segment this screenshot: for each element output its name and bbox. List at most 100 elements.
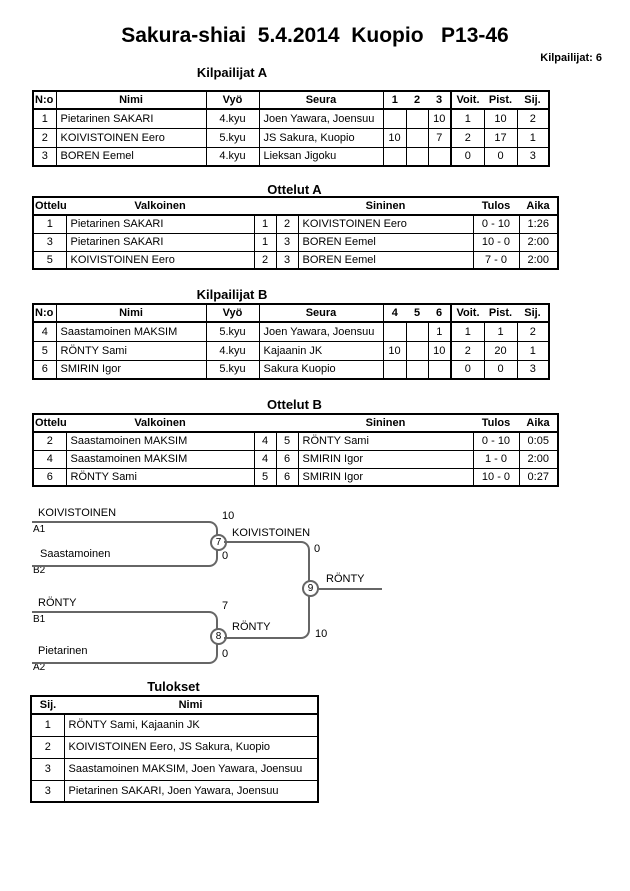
cell-no: 2 <box>32 127 57 148</box>
table-row: 1 Pietarinen SAKARI 1 2 KOIVISTOINEN Eer… <box>32 214 559 234</box>
section-heading-ottelut-a: Ottelut A <box>267 182 322 197</box>
table-row: 3 BOREN Eemel 4.kyu Lieksan Jigoku 0 0 3 <box>32 146 550 167</box>
cell-ottelu: 1 <box>32 214 67 234</box>
col-header-nimi: Nimi <box>55 91 207 110</box>
cell-ottelu: 4 <box>32 449 67 469</box>
cell-valkoinen: RÖNTY Sami <box>65 467 255 487</box>
cell-pist: 1 <box>483 321 518 342</box>
bracket-connector-sf2 <box>32 611 218 664</box>
cell-score-6: 10 <box>427 340 452 361</box>
cell-tulos: 7 - 0 <box>472 250 520 270</box>
cell-sij: 3 <box>516 359 550 380</box>
col-header-tulos: Tulos <box>473 197 519 216</box>
section-heading-kilpailijat-a: Kilpailijat A <box>196 65 268 80</box>
table-row: 2 KOIVISTOINEN Eero, JS Sakura, Kuopio <box>30 735 319 759</box>
col-header-4: 4 <box>383 304 406 323</box>
cell-score-1 <box>382 146 407 167</box>
col-header-seura: Seura <box>258 304 384 323</box>
cell-sij: 1 <box>30 713 65 737</box>
cell-sij: 3 <box>30 757 65 781</box>
cell-tulos: 10 - 0 <box>472 232 520 252</box>
cell-pist: 0 <box>483 359 518 380</box>
bracket-seed: B2 <box>33 565 46 576</box>
bracket-participant: KOIVISTOINEN <box>38 507 117 519</box>
cell-sininen: BOREN Eemel <box>297 232 474 252</box>
col-header-bno <box>276 414 298 433</box>
cell-valkoinen: KOIVISTOINEN Eero <box>65 250 255 270</box>
cell-wno: 1 <box>253 232 277 252</box>
cell-score-2 <box>405 127 429 148</box>
cell-sij: 1 <box>516 127 550 148</box>
cell-ottelu: 3 <box>32 232 67 252</box>
col-header-aika: Aika <box>519 197 558 216</box>
col-header-bno <box>276 197 298 216</box>
col-header-wno <box>254 197 276 216</box>
cell-seura: JS Sakura, Kuopio <box>258 127 384 148</box>
cell-wno: 4 <box>253 431 277 451</box>
col-header-ottelu: Ottelu <box>33 197 66 216</box>
cell-ottelu: 5 <box>32 250 67 270</box>
col-header-2: 2 <box>406 91 428 110</box>
cell-aika: 2:00 <box>518 232 559 252</box>
cell-nimi: Pietarinen SAKARI, Joen Yawara, Joensuu <box>63 779 319 803</box>
cell-score-3: 7 <box>427 127 452 148</box>
bracket-score: 0 <box>222 648 229 660</box>
cell-score-2 <box>405 108 429 129</box>
kilpailijat-b-table: N:o Nimi Vyö Seura 4 5 6 Voit. Pist. Sij… <box>32 303 550 380</box>
cell-valkoinen: Pietarinen SAKARI <box>65 214 255 234</box>
cell-bno: 6 <box>275 449 299 469</box>
cell-voit: 0 <box>450 359 485 380</box>
bracket-match-number: 9 <box>302 580 319 597</box>
section-heading-kilpailijat-b: Kilpailijat B <box>196 287 268 302</box>
col-header-aika: Aika <box>519 414 558 433</box>
table-header-row: Ottelu Valkoinen Sininen Tulos Aika <box>33 414 558 433</box>
bracket-score: 0 <box>314 543 321 555</box>
col-header-vyo: Vyö <box>205 304 260 323</box>
ottelut-b-table: Ottelu Valkoinen Sininen Tulos Aika 2 Sa… <box>32 413 559 487</box>
table-row: 6 RÖNTY Sami 5 6 SMIRIN Igor 10 - 0 0:27 <box>32 467 559 487</box>
col-header-sininen: Sininen <box>298 197 473 216</box>
bracket-score: 0 <box>222 550 229 562</box>
cell-vyo: 4.kyu <box>205 146 260 167</box>
cell-sininen: KOIVISTOINEN Eero <box>297 214 474 234</box>
cell-no: 6 <box>32 359 57 380</box>
bracket-participant: RÖNTY <box>38 597 77 609</box>
bracket-score: 7 <box>222 600 229 612</box>
cell-aika: 2:00 <box>518 449 559 469</box>
cell-score-4 <box>382 321 407 342</box>
cell-voit: 2 <box>450 340 485 361</box>
col-header-voit: Voit. <box>450 304 484 323</box>
cell-aika: 0:05 <box>518 431 559 451</box>
cell-no: 4 <box>32 321 57 342</box>
cell-sij: 2 <box>30 735 65 759</box>
table-row: 2 Saastamoinen MAKSIM 4 5 RÖNTY Sami 0 -… <box>32 431 559 451</box>
cell-pist: 0 <box>483 146 518 167</box>
cell-score-3: 10 <box>427 108 452 129</box>
cell-voit: 0 <box>450 146 485 167</box>
kilpailijat-a-table: N:o Nimi Vyö Seura 1 2 3 Voit. Pist. Sij… <box>32 90 550 167</box>
section-heading-ottelut-b: Ottelut B <box>267 397 322 412</box>
cell-aika: 0:27 <box>518 467 559 487</box>
cell-tulos: 0 - 10 <box>472 214 520 234</box>
cell-score-5 <box>405 340 429 361</box>
col-header-tulos: Tulos <box>473 414 519 433</box>
table-row: 5 RÖNTY Sami 4.kyu Kajaanin JK 10 10 2 2… <box>32 340 550 361</box>
table-row: 1 Pietarinen SAKARI 4.kyu Joen Yawara, J… <box>32 108 550 129</box>
cell-pist: 10 <box>483 108 518 129</box>
cell-vyo: 4.kyu <box>205 108 260 129</box>
cell-seura: Joen Yawara, Joensuu <box>258 108 384 129</box>
bracket-winner-label: KOIVISTOINEN <box>232 527 311 539</box>
table-header-row: Sij. Nimi <box>31 696 318 715</box>
cell-vyo: 5.kyu <box>205 321 260 342</box>
cell-nimi: Saastamoinen MAKSIM, Joen Yawara, Joensu… <box>63 757 319 781</box>
col-header-ottelu: Ottelu <box>33 414 66 433</box>
cell-nimi: RÖNTY Sami <box>55 340 207 361</box>
col-header-valkoinen: Valkoinen <box>66 197 254 216</box>
col-header-1: 1 <box>383 91 406 110</box>
table-row: 6 SMIRIN Igor 5.kyu Sakura Kuopio 0 0 3 <box>32 359 550 380</box>
cell-bno: 3 <box>275 232 299 252</box>
cell-no: 3 <box>32 146 57 167</box>
col-header-6: 6 <box>428 304 451 323</box>
table-header-row: Ottelu Valkoinen Sininen Tulos Aika <box>33 197 558 216</box>
cell-seura: Lieksan Jigoku <box>258 146 384 167</box>
